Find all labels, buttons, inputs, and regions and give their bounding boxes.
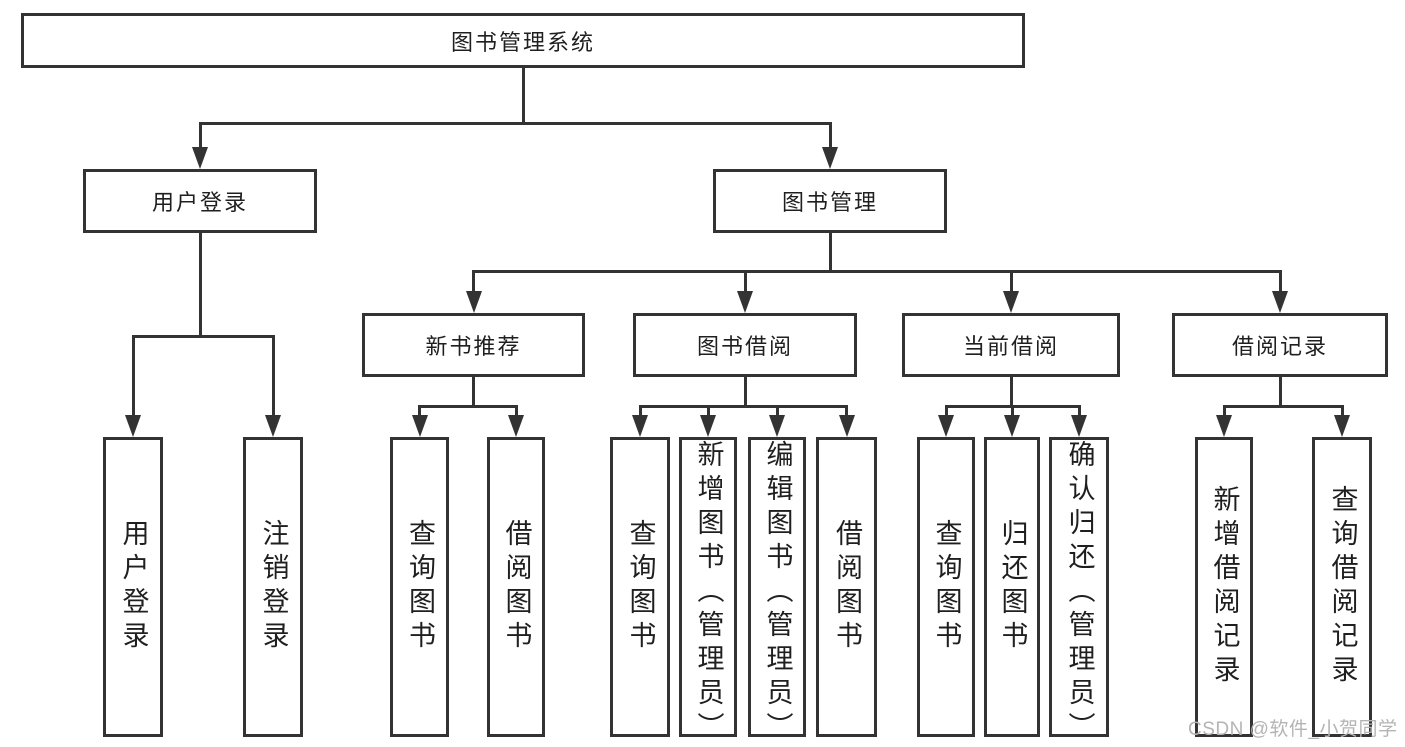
leaf-query-books-2: 查询图书	[610, 437, 670, 737]
arrow-to-book-mgmt	[822, 147, 838, 169]
leaf-user-login-label: 用户登录	[118, 519, 149, 655]
connector-leaf-user-login-stub	[131, 335, 135, 417]
leaf-query-books-1: 查询图书	[390, 437, 449, 737]
leaf-query-books-2-label: 查询图书	[625, 519, 656, 655]
leaf-query-books-3-label: 查询图书	[931, 519, 962, 655]
connector-borrow-records-vertical	[1278, 377, 1282, 405]
connector-root-horizontal	[198, 122, 832, 125]
connector-root-vertical	[521, 68, 525, 122]
connector-current-borrow-stub	[1009, 270, 1013, 293]
connector-current-borrow-vertical	[1009, 377, 1013, 405]
connector-user-login-stub	[198, 122, 202, 149]
arrow-to-leaf-return-books	[1004, 415, 1020, 437]
connector-book-borrow-stub	[743, 270, 747, 293]
connector-new-book-rec-stub	[472, 270, 475, 293]
leaf-borrow-books-2: 借阅图书	[816, 437, 877, 737]
leaf-user-login: 用户登录	[103, 437, 163, 737]
node-current-borrow: 当前借阅	[902, 313, 1120, 377]
leaf-return-books-label: 归还图书	[997, 519, 1028, 655]
connector-leaf-query-record-stub	[1340, 405, 1344, 417]
arrow-to-leaf-query-books-3	[938, 415, 954, 437]
connector-borrow-records-horizontal	[1222, 405, 1344, 408]
connector-book-mgmt-stub	[828, 122, 832, 149]
arrow-to-leaf-query-books-2	[632, 415, 648, 437]
leaf-add-borrow-record: 新增借阅记录	[1195, 437, 1253, 737]
arrow-to-leaf-query-record	[1334, 415, 1350, 437]
node-borrow-records: 借阅记录	[1172, 313, 1388, 377]
leaf-query-borrow-record: 查询借阅记录	[1312, 437, 1372, 737]
arrow-to-leaf-borrow-books-1	[508, 415, 524, 437]
arrow-to-leaf-confirm-return	[1071, 415, 1087, 437]
connector-leaf-add-books-stub	[706, 405, 710, 417]
leaf-borrow-books-1: 借阅图书	[487, 437, 545, 737]
connector-user-login-horizontal	[131, 335, 275, 338]
arrow-to-borrow-records	[1272, 291, 1288, 313]
leaf-query-borrow-record-label: 查询借阅记录	[1327, 485, 1358, 689]
leaf-edit-books-admin-label: 编辑图书（管理员）	[762, 440, 793, 746]
connector-leaf-confirm-return-stub	[1077, 405, 1081, 417]
node-library-system: 图书管理系统	[21, 13, 1025, 68]
leaf-add-borrow-record-label: 新增借阅记录	[1209, 485, 1240, 689]
arrow-to-user-login	[192, 147, 208, 169]
leaf-logout-label: 注销登录	[258, 519, 289, 655]
connector-leaf-query-books-3-stub	[944, 405, 948, 417]
csdn-watermark: CSDN @软件_小贺同学	[1188, 719, 1398, 740]
connector-new-book-rec-horizontal	[418, 405, 518, 408]
arrow-to-leaf-edit-books	[769, 415, 785, 437]
connector-leaf-borrow-books-1-stub	[514, 405, 518, 417]
connector-book-borrow-vertical	[743, 377, 747, 405]
arrow-to-leaf-logout	[265, 415, 281, 437]
leaf-add-books-admin: 新增图书（管理员）	[679, 437, 737, 746]
leaf-query-books-3: 查询图书	[917, 437, 975, 737]
connector-leaf-logout-stub	[271, 335, 275, 417]
leaf-logout: 注销登录	[243, 437, 303, 737]
arrow-to-book-borrow	[737, 291, 753, 313]
connector-leaf-add-record-stub	[1222, 405, 1226, 417]
node-book-mgmt: 图书管理	[713, 169, 947, 233]
arrow-to-leaf-user-login	[125, 415, 141, 437]
connector-new-book-rec-vertical	[472, 377, 475, 405]
connector-leaf-query-books-1-stub	[418, 405, 421, 417]
arrow-to-leaf-query-books-1	[411, 415, 428, 437]
leaf-confirm-return-admin: 确认归还（管理员）	[1049, 437, 1109, 746]
arrow-to-leaf-add-record	[1216, 415, 1232, 437]
arrow-to-new-book-rec	[465, 291, 482, 313]
connector-user-login-vertical	[198, 233, 202, 335]
connector-leaf-borrow-books-2-stub	[845, 405, 848, 417]
node-book-borrow: 图书借阅	[633, 313, 857, 377]
connector-book-mgmt-vertical	[828, 233, 832, 270]
leaf-edit-books-admin: 编辑图书（管理员）	[748, 437, 806, 746]
leaf-query-books-1-label: 查询图书	[405, 519, 435, 655]
leaf-return-books: 归还图书	[984, 437, 1040, 737]
connector-book-borrow-horizontal	[638, 405, 848, 408]
connector-leaf-return-books-stub	[1010, 405, 1014, 417]
leaf-add-books-admin-label: 新增图书（管理员）	[693, 440, 724, 746]
arrow-to-leaf-borrow-books-2	[838, 415, 855, 437]
node-new-book-rec: 新书推荐	[362, 313, 585, 377]
arrow-to-current-borrow	[1003, 291, 1019, 313]
leaf-borrow-books-1-label: 借阅图书	[501, 519, 532, 655]
leaf-borrow-books-2-label: 借阅图书	[832, 519, 862, 655]
connector-book-mgmt-horizontal	[472, 270, 1282, 273]
node-user-login: 用户登录	[83, 169, 317, 233]
connector-leaf-edit-books-stub	[775, 405, 779, 417]
arrow-to-leaf-add-books	[700, 415, 716, 437]
connector-borrow-records-stub	[1278, 270, 1282, 293]
leaf-confirm-return-admin-label: 确认归还（管理员）	[1064, 440, 1095, 746]
connector-leaf-query-books-2-stub	[638, 405, 642, 417]
